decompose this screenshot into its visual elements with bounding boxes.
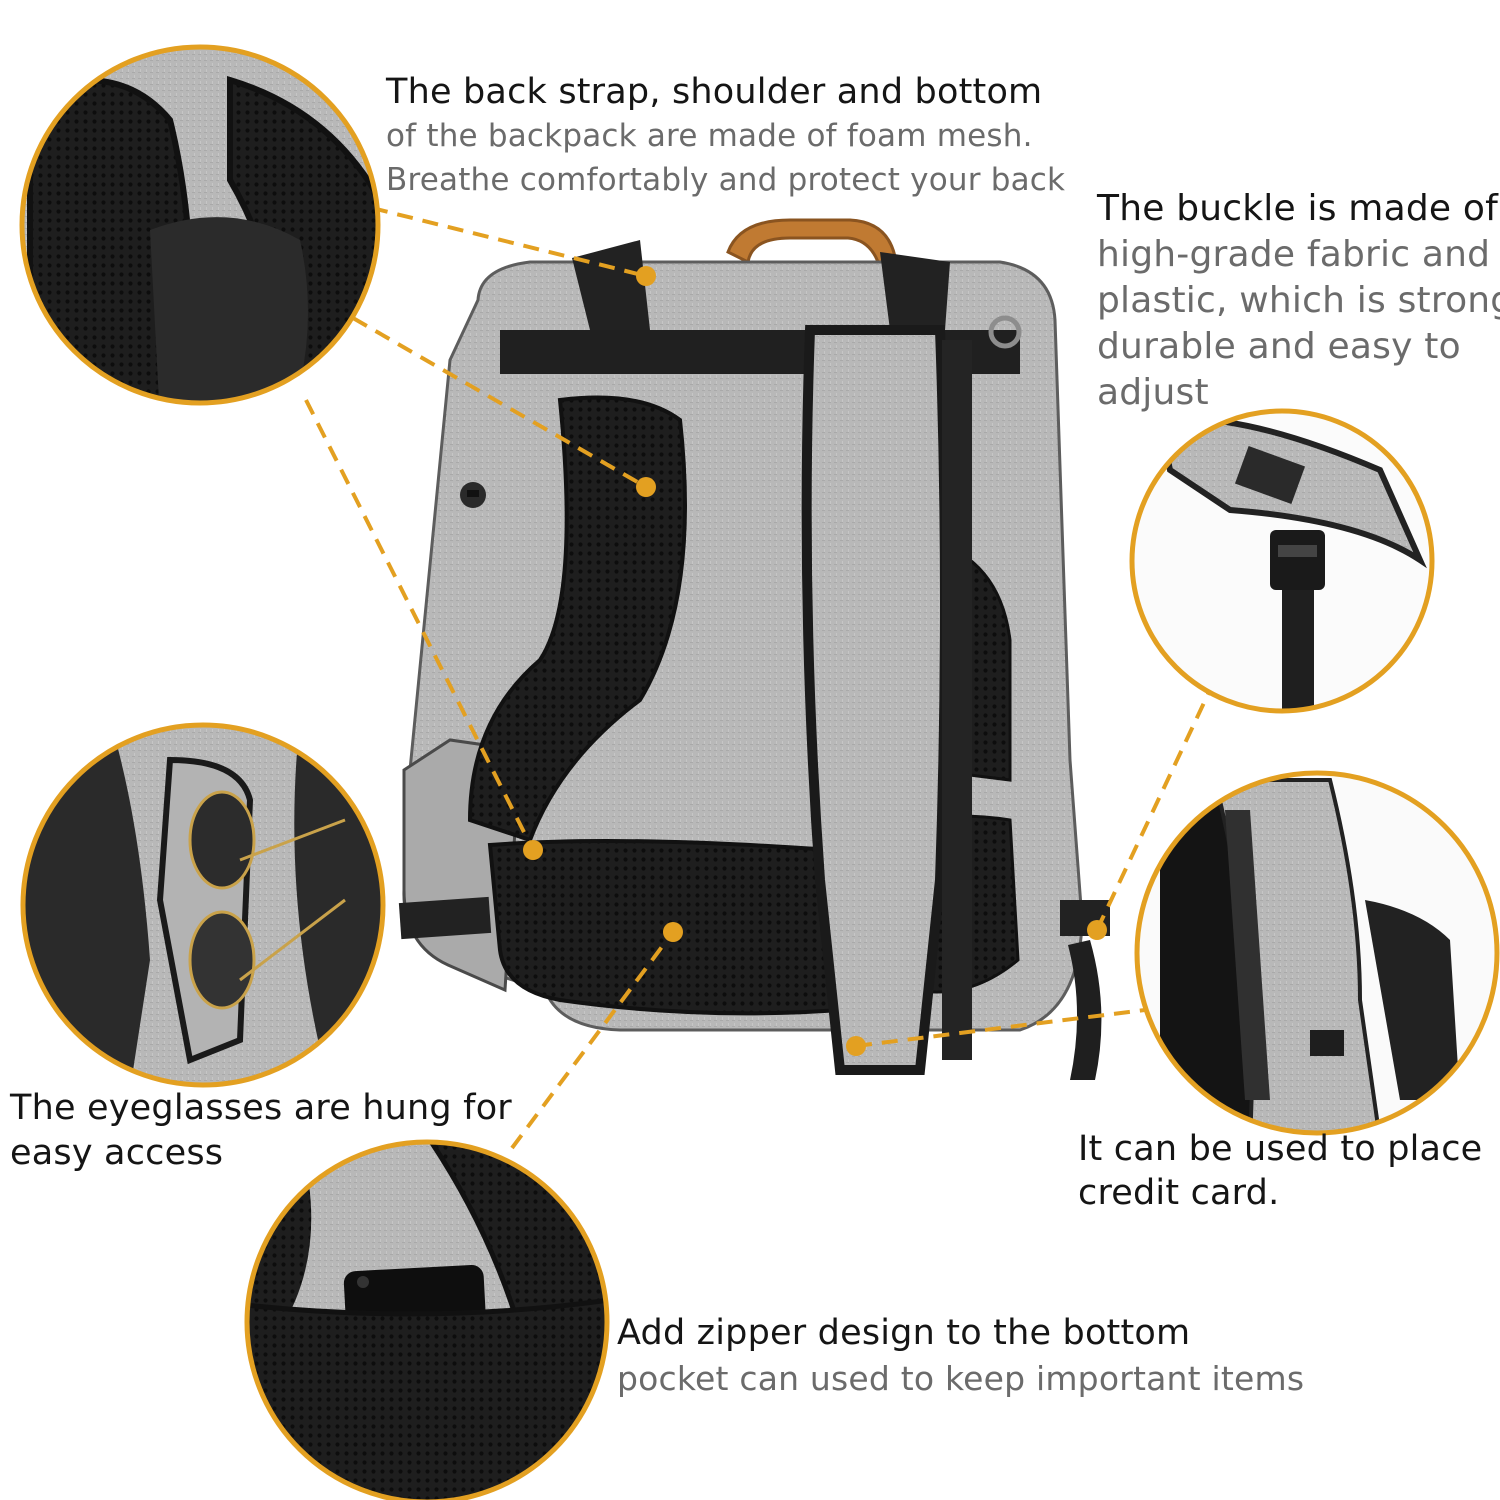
zipper-caption-line2: pocket can used to keep important items xyxy=(617,1359,1305,1398)
detail-circle-strap xyxy=(19,44,381,406)
strap-caption-line1: The back strap, shoulder and bottom xyxy=(386,72,1043,112)
callout-dot xyxy=(1087,920,1107,940)
callout-dot xyxy=(636,477,656,497)
glasses-caption: The eyeglasses are hung for easy access xyxy=(10,1086,512,1176)
buckle-caption-line1: The buckle is made of xyxy=(1097,188,1498,229)
card-caption: It can be used to place credit card. xyxy=(1078,1127,1482,1215)
detail-circle-glasses xyxy=(20,722,386,1088)
callout-dot xyxy=(846,1036,866,1056)
card-caption-line1: It can be used to place xyxy=(1078,1129,1483,1169)
strap-caption-line2: of the backpack are made of foam mesh. xyxy=(386,118,1033,154)
callout-dot xyxy=(663,922,683,942)
card-caption-line2: credit card. xyxy=(1078,1173,1280,1213)
zipper-caption: Add zipper design to the bottom pocket c… xyxy=(617,1310,1304,1402)
buckle-caption-line2: high-grade fabric and xyxy=(1097,234,1491,275)
callout-dot xyxy=(523,840,543,860)
strap-caption-line3: Breathe comfortably and protect your bac… xyxy=(386,162,1066,198)
detail-circle-zipper-pocket xyxy=(244,1139,610,1500)
buckle-caption: The buckle is made of high-grade fabric … xyxy=(1097,186,1500,416)
strap-caption: The back strap, shoulder and bottom of t… xyxy=(386,70,1065,202)
dashed-leader-lines xyxy=(304,206,1212,1150)
glasses-caption-line2: easy access xyxy=(10,1133,224,1173)
usb-port-icon xyxy=(460,482,486,508)
detail-circle-card-pocket xyxy=(1134,770,1500,1136)
backpack xyxy=(398,218,1110,1080)
buckle-caption-line4: durable and easy to xyxy=(1097,326,1461,367)
buckle-caption-line5: adjust xyxy=(1097,372,1209,413)
detail-circle-buckle xyxy=(1129,408,1435,714)
right-shoulder-strap xyxy=(801,325,950,1075)
left-shoulder-strap xyxy=(467,395,687,843)
callout-dot xyxy=(636,266,656,286)
zipper-caption-line1: Add zipper design to the bottom xyxy=(617,1313,1191,1353)
buckle-caption-line3: plastic, which is strong xyxy=(1097,280,1500,321)
callout-dots xyxy=(523,266,1107,1056)
glasses-caption-line1: The eyeglasses are hung for xyxy=(10,1088,512,1128)
